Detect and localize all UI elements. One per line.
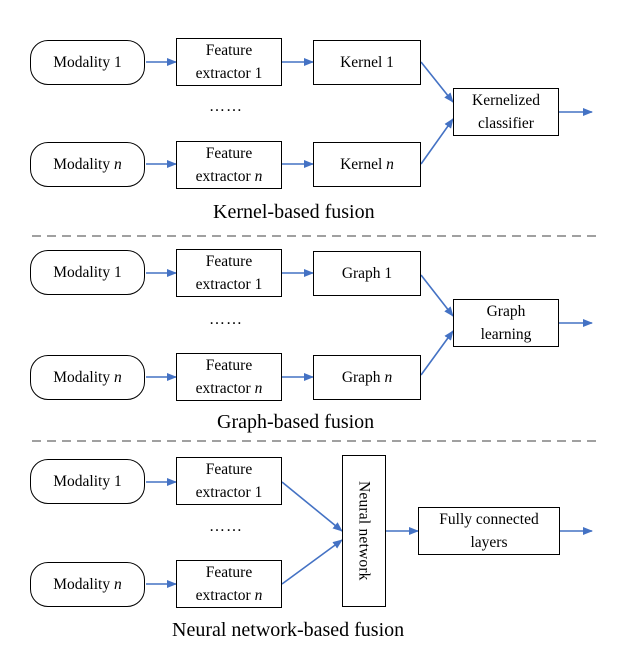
label-line: classifier <box>478 115 534 132</box>
ellipsis: …… <box>209 311 243 328</box>
modality-n-box: Modality n <box>30 562 145 607</box>
label-text: Graph <box>341 369 381 386</box>
caption-graph-fusion: Graph-based fusion <box>217 411 375 433</box>
feature-extractor-1-label: Feature extractor 1 <box>196 458 263 504</box>
kernel-1-box: Kernel 1 <box>313 40 421 85</box>
kernel-n-box: Kernel n <box>313 142 421 187</box>
label-line: Feature <box>205 42 253 59</box>
kernel-1-label: Kernel 1 <box>340 54 394 71</box>
feature-extractor-n-box: Feature extractor n <box>176 353 282 401</box>
arrow <box>281 481 343 532</box>
feature-extractor-n-label: Feature extractor n <box>196 354 263 400</box>
graph-1-label: Graph 1 <box>341 265 393 282</box>
graph-n-box: Graph n <box>313 355 421 400</box>
label-line: extractor 1 <box>195 276 263 293</box>
feature-extractor-n-box: Feature extractor n <box>176 141 282 189</box>
ellipsis: …… <box>209 98 243 115</box>
modality-n-box: Modality n <box>30 355 145 400</box>
label-line: layers <box>470 534 508 551</box>
modality-1-label: Modality 1 <box>53 473 122 490</box>
n-symbol: n <box>384 369 393 386</box>
modality-1-box: Modality 1 <box>30 40 145 85</box>
feature-extractor-1-label: Feature extractor 1 <box>196 250 263 296</box>
label-text: extractor <box>195 380 251 397</box>
label-line: Graph <box>486 303 526 320</box>
caption-neural-fusion: Neural network-based fusion <box>172 619 405 641</box>
modality-1-label: Modality 1 <box>53 264 122 281</box>
arrow <box>420 274 454 317</box>
label-line: Fully connected <box>439 511 539 528</box>
modality-1-label: Modality 1 <box>53 54 122 71</box>
label-text: Modality <box>53 369 111 386</box>
n-symbol: n <box>113 576 122 593</box>
n-symbol: n <box>113 369 122 386</box>
feature-extractor-1-box: Feature extractor 1 <box>176 249 282 297</box>
caption-kernel-fusion: Kernel-based fusion <box>213 201 375 223</box>
n-symbol: n <box>254 587 263 604</box>
arrow <box>281 539 343 585</box>
graph-learning-label: Graph learning <box>481 300 532 346</box>
label-line: extractor n <box>196 584 263 607</box>
label-line: Kernelized <box>472 92 540 109</box>
neural-network-box: Neural network <box>342 455 386 607</box>
modality-1-box: Modality 1 <box>30 459 145 504</box>
label-line: extractor 1 <box>195 65 263 82</box>
ellipsis: …… <box>209 518 243 535</box>
modality-1-box: Modality 1 <box>30 250 145 295</box>
label-text: Modality <box>53 576 111 593</box>
graph-learning-box: Graph learning <box>453 299 559 347</box>
fully-connected-layers-box: Fully connected layers <box>418 507 560 555</box>
fully-connected-layers-label: Fully connected layers <box>439 508 538 554</box>
label-text: extractor <box>195 168 251 185</box>
feature-extractor-1-box: Feature extractor 1 <box>176 457 282 505</box>
n-symbol: n <box>254 380 263 397</box>
feature-extractor-n-label: Feature extractor n <box>196 142 263 188</box>
graph-n-label: Graph n <box>342 366 392 389</box>
modality-n-label: Modality n <box>53 153 121 176</box>
label-line: Feature <box>205 253 253 270</box>
graph-1-box: Graph 1 <box>313 251 421 296</box>
modality-n-box: Modality n <box>30 142 145 187</box>
label-line: Feature <box>205 145 253 162</box>
kernelized-classifier-label: Kernelized classifier <box>472 89 540 135</box>
label-line: Feature <box>205 357 253 374</box>
label-line: learning <box>480 326 532 343</box>
n-symbol: n <box>113 156 122 173</box>
modality-n-label: Modality n <box>53 573 121 596</box>
label-text: Modality <box>53 156 111 173</box>
label-text: extractor <box>195 587 251 604</box>
label-line: Feature <box>205 461 253 478</box>
feature-extractor-1-label: Feature extractor 1 <box>196 39 263 85</box>
arrow <box>420 330 454 376</box>
arrow <box>420 118 454 165</box>
label-line: Feature <box>205 564 253 581</box>
arrow <box>420 61 454 103</box>
neural-network-label: Neural network <box>355 481 373 581</box>
label-text: Kernel <box>340 156 383 173</box>
label-line: extractor n <box>196 165 263 188</box>
label-line: extractor 1 <box>195 484 263 501</box>
modality-n-label: Modality n <box>53 366 121 389</box>
feature-extractor-n-box: Feature extractor n <box>176 560 282 608</box>
kernel-n-label: Kernel n <box>340 153 394 176</box>
n-symbol: n <box>386 156 394 173</box>
kernelized-classifier-box: Kernelized classifier <box>453 88 559 136</box>
label-line: extractor n <box>196 377 263 400</box>
feature-extractor-1-box: Feature extractor 1 <box>176 38 282 86</box>
n-symbol: n <box>254 168 263 185</box>
feature-extractor-n-label: Feature extractor n <box>196 561 263 607</box>
